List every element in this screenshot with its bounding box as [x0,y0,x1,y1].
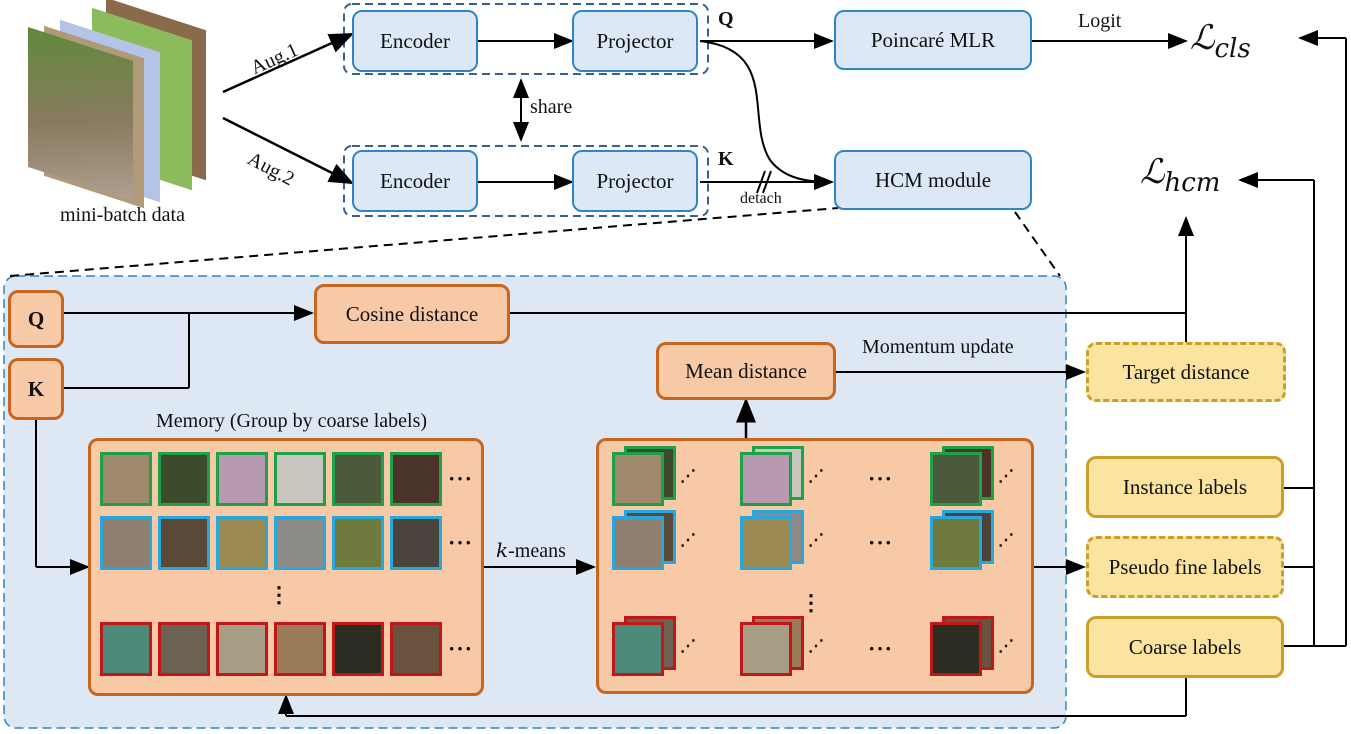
memory-title: Memory (Group by coarse labels) [156,410,428,432]
memory-thumbnail [100,452,152,506]
memory-thumbnail [390,516,442,570]
coarse-labels: Coarse labels [1086,616,1284,678]
mini-batch-stack [28,0,218,209]
memory-thumbnail [390,622,442,676]
loss-cls-symbol: ℒ [1190,18,1215,58]
ellipsis: ··· [868,636,894,661]
cluster-thumbnail [930,452,982,506]
projector-1: Projector [572,10,698,72]
vertical-ellipsis: ⋮ [268,582,291,607]
kmeans-var: k [496,538,509,562]
poincare-mlr: Poincaré MLR [834,10,1032,70]
kmeans-label: k-means [496,538,566,563]
memory-thumbnail [216,622,268,676]
ellipsis: ⋰ [680,468,697,485]
cluster-thumbnail [930,516,982,570]
loss-hcm-symbol: ℒ [1140,152,1165,192]
cluster-thumbnail [612,622,664,676]
memory-thumbnail [390,452,442,506]
encoder-2: Encoder [352,150,478,212]
kmeans-text: -means [508,540,566,562]
cluster-thumbnail [612,516,664,570]
loss-cls: ℒcls [1190,18,1251,64]
ellipsis: ··· [448,466,474,491]
q-output-label: Q [718,8,734,30]
cosine-distance: Cosine distance [314,284,510,344]
encoder-1: Encoder [352,10,478,72]
ellipsis: ⋰ [998,532,1015,549]
ellipsis: ⋰ [808,532,825,549]
share-label: share [530,96,573,118]
memory-thumbnail [158,622,210,676]
ellipsis: ⋰ [998,468,1015,485]
ellipsis: ··· [448,530,474,555]
target-distance: Target distance [1086,342,1286,402]
cluster-thumbnail [740,622,792,676]
pseudo-fine-labels: Pseudo fine labels [1086,536,1284,598]
ellipsis: ··· [448,636,474,661]
cluster-thumbnail [612,452,664,506]
k-output-label: K [718,148,734,170]
cluster-thumbnail [740,452,792,506]
ellipsis: ⋰ [998,638,1015,655]
memory-thumbnail [158,452,210,506]
mini-batch-label: mini-batch data [60,204,185,226]
instance-labels: Instance labels [1086,456,1284,518]
momentum-label: Momentum update [862,336,1014,358]
memory-thumbnail [100,622,152,676]
loss-hcm-subscript: hcm [1164,167,1221,198]
logit-label: Logit [1078,10,1122,32]
branch1-group [343,3,709,75]
ellipsis: ··· [868,530,894,555]
vertical-ellipsis: ⋮ [800,590,823,615]
hcm-module: HCM module [834,150,1032,210]
projector-2: Projector [572,150,698,212]
ellipsis: ⋰ [808,468,825,485]
k-node: K [8,358,64,420]
memory-thumbnail [216,516,268,570]
memory-thumbnail [158,516,210,570]
loss-hcm: ℒhcm [1140,152,1220,198]
mean-distance: Mean distance [656,342,836,400]
memory-thumbnail [332,516,384,570]
cluster-thumbnail [930,622,982,676]
memory-thumbnail [332,622,384,676]
memory-thumbnail [274,516,326,570]
memory-thumbnail [216,452,268,506]
ellipsis: ⋰ [808,638,825,655]
ellipsis: ··· [868,466,894,491]
detach-label: detach [740,190,782,207]
memory-thumbnail [274,622,326,676]
q-node: Q [8,290,64,348]
loss-cls-subscript: cls [1214,33,1251,64]
memory-thumbnail [100,516,152,570]
branch2-group [343,145,709,217]
memory-thumbnail [274,452,326,506]
ellipsis: ⋰ [680,532,697,549]
cluster-thumbnail [740,516,792,570]
ellipsis: ⋰ [680,638,697,655]
memory-thumbnail [332,452,384,506]
